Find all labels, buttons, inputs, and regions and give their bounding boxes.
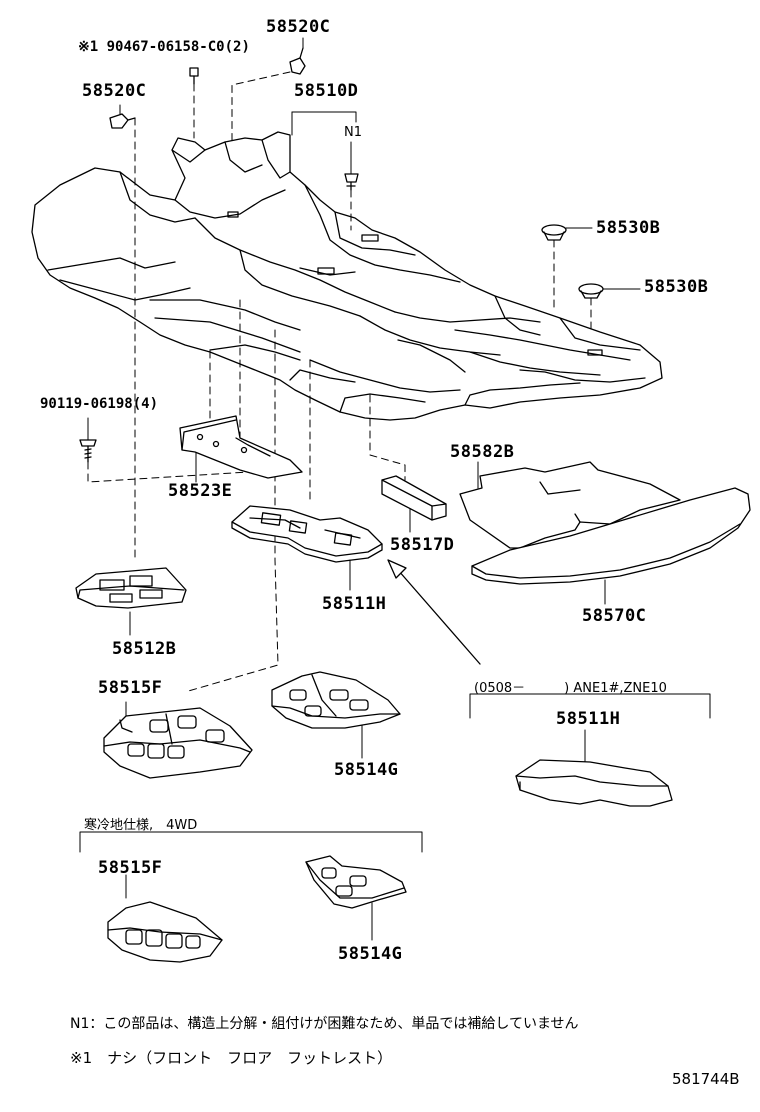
label-cold-region: 寒冷地仕様, 4WD: [84, 818, 198, 833]
cold-region-bracket: [80, 832, 422, 852]
label-58530b-1: 58530B: [596, 218, 661, 238]
spacer-58515f-lower: [108, 902, 222, 962]
label-58510d: 58510D: [294, 81, 359, 101]
label-58523e: 58523E: [168, 481, 233, 501]
note-n1: N1：この部品は、構造上分解・組付けが困難なため、単品では補給していません: [70, 1016, 579, 1032]
label-n1-tag: N1: [344, 125, 362, 140]
mat-58570c: [472, 488, 750, 584]
spacer-58517d: [382, 476, 446, 520]
label-58530b-2: 58530B: [644, 277, 709, 297]
label-bolt-90467: ※1 90467-06158-C0(2): [78, 39, 250, 55]
bolt-90467: [190, 68, 198, 84]
label-58582b: 58582B: [450, 442, 515, 462]
dashed-guides: [88, 72, 591, 692]
label-58517d: 58517D: [390, 535, 455, 555]
label-58520c-top: 58520C: [266, 17, 331, 37]
label-58515f-upper: 58515F: [98, 678, 163, 698]
label-58515f-lower: 58515F: [98, 858, 163, 878]
bolt-90119: [80, 440, 96, 462]
spacer-58511h: [232, 506, 382, 562]
direction-arrow: [388, 560, 480, 664]
alt-group-bracket: [470, 694, 710, 718]
clip-58520c-top: [290, 48, 305, 74]
bracket-58523e: [180, 416, 302, 478]
diagram-id: 581744B: [672, 1070, 740, 1088]
spacer-58511h-alt: [516, 760, 672, 806]
label-alt-condition: (0508－ ) ANE1#,ZNE10: [474, 681, 667, 696]
plug-58530b-1: [542, 225, 566, 240]
label-58512b: 58512B: [112, 639, 177, 659]
label-58514g-upper: 58514G: [334, 760, 399, 780]
label-58514g-lower: 58514G: [338, 944, 403, 964]
spacer-58515f-upper: [104, 708, 252, 778]
note-s1: ※1 ナシ（フロント フロア フットレスト）: [70, 1049, 393, 1067]
clip-58520c-left: [110, 114, 135, 128]
leader-lines: [88, 38, 640, 940]
label-58511h-main: 58511H: [322, 594, 387, 614]
spacer-58512b: [76, 568, 186, 608]
floor-carpet-58510d: [32, 132, 662, 420]
clip-n1: [345, 174, 358, 190]
plug-58530b-2: [579, 284, 603, 298]
label-58520c-left: 58520C: [82, 81, 147, 101]
label-90119: 90119-06198(4): [40, 396, 159, 412]
label-58570c: 58570C: [582, 606, 647, 626]
spacer-58514g-upper: [272, 672, 400, 728]
label-58511h-alt: 58511H: [556, 709, 621, 729]
spacer-58514g-lower: [306, 856, 406, 908]
